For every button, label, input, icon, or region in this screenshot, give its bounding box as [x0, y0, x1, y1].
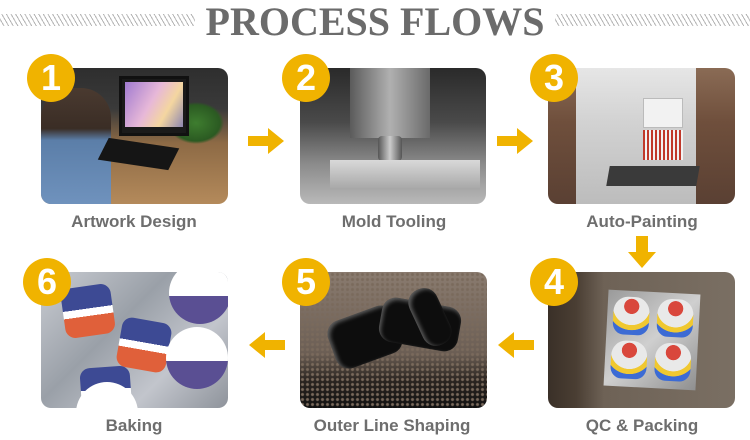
step-label: Artwork Design	[71, 212, 197, 231]
step-number-badge: 5	[282, 258, 330, 306]
page-title: PROCESS FLOWS	[205, 0, 545, 44]
step-number-badge: 4	[530, 258, 578, 306]
step-label: Mold Tooling	[341, 212, 447, 231]
step-number-badge: 2	[282, 54, 330, 102]
arrow-left-icon	[249, 332, 285, 358]
baking-photo	[41, 272, 228, 408]
title-decoration-left	[0, 14, 195, 26]
outer-line-shaping-photo	[300, 272, 487, 408]
step-label: Outer Line Shaping	[313, 416, 471, 435]
arrow-right-icon	[248, 128, 284, 154]
arrow-down-icon	[628, 236, 656, 268]
mold-tooling-photo	[300, 68, 486, 204]
step-number-badge: 3	[530, 54, 578, 102]
title-decoration-right	[555, 14, 750, 26]
auto-painting-photo	[548, 68, 735, 204]
arrow-left-icon	[498, 332, 534, 358]
arrow-right-icon	[497, 128, 533, 154]
step-label: QC & Packing	[585, 416, 699, 435]
step-number-badge: 6	[23, 258, 71, 306]
step-label: Auto-Painting	[586, 212, 698, 231]
artwork-design-photo	[41, 68, 228, 204]
step-number-badge: 1	[27, 54, 75, 102]
step-label: Baking	[105, 416, 163, 435]
qc-packing-photo	[548, 272, 735, 408]
